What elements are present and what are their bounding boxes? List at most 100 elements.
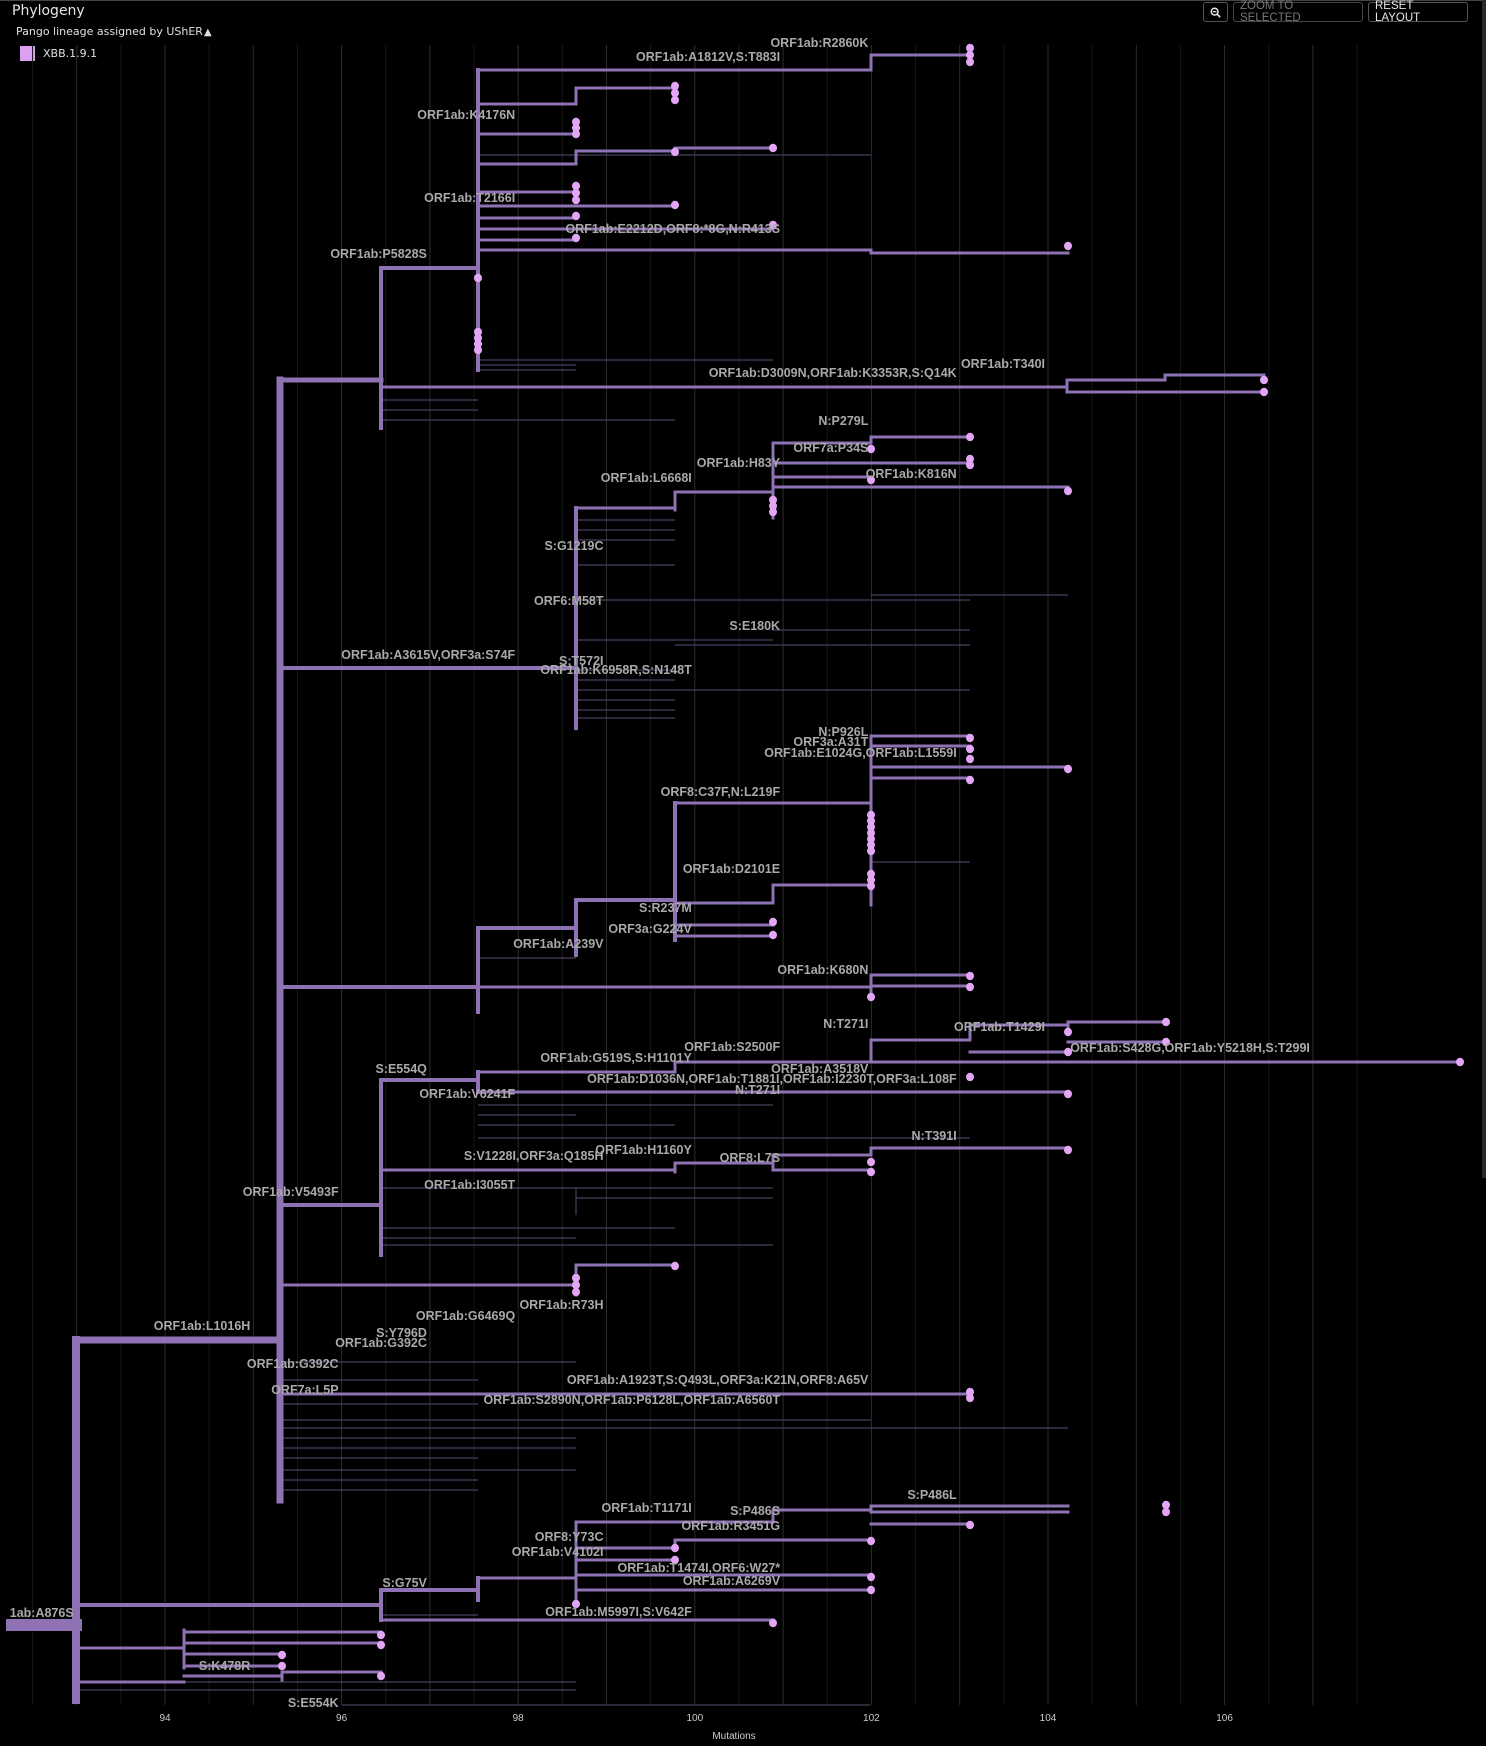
leaf-node bbox=[966, 971, 974, 981]
leaf-node bbox=[572, 1273, 580, 1283]
mutation-label: ORF1ab:A6269V bbox=[683, 1574, 781, 1588]
leaf-node bbox=[769, 501, 777, 511]
leaf-node bbox=[1162, 1500, 1170, 1510]
axis-tick: 98 bbox=[513, 1713, 525, 1724]
mutation-label: ORF1ab:T1171I bbox=[601, 1501, 691, 1515]
mutation-label: ORF1ab:R2860K bbox=[770, 36, 868, 50]
leaf-node bbox=[1064, 1089, 1072, 1099]
leaf-node bbox=[572, 195, 580, 205]
leaf-node bbox=[966, 57, 974, 67]
zoom-out-button[interactable] bbox=[1203, 2, 1228, 22]
leaf-node bbox=[867, 1157, 875, 1167]
mutation-label: N:T271I bbox=[823, 1017, 868, 1031]
mutation-label: ORF1ab:A1812V,S:T883I bbox=[636, 50, 780, 64]
mutation-label: ORF1ab:G519S,S:H1101Y bbox=[540, 1051, 692, 1065]
leaf-node bbox=[671, 95, 679, 105]
mutation-label: ORF1ab:E2212D,ORF8:*8G,N:R413S bbox=[565, 222, 780, 236]
leaf-node bbox=[966, 460, 974, 470]
x-axis-label: Mutations bbox=[712, 1731, 755, 1742]
mutation-label: ORF1ab:L6668I bbox=[601, 471, 692, 485]
legend-item-xbb-1-9-1[interactable]: XBB.1.9.1 bbox=[20, 46, 97, 61]
leaf-node bbox=[867, 1572, 875, 1582]
leaf-node bbox=[867, 840, 875, 850]
reset-layout-button[interactable]: RESET LAYOUT bbox=[1368, 0, 1468, 24]
mutation-label: ORF1ab:K4176N bbox=[417, 108, 515, 122]
mutation-label: S:K478R bbox=[199, 1659, 250, 1673]
zoom-out-icon bbox=[1210, 7, 1221, 18]
axis-tick: 94 bbox=[159, 1713, 171, 1724]
leaf-node bbox=[572, 1287, 580, 1297]
leaf-node bbox=[278, 1661, 286, 1671]
mutation-label: S:E554K bbox=[288, 1696, 339, 1710]
mutation-label: ORF7a:P34S bbox=[793, 441, 868, 455]
mutation-label: ORF1ab:A239V bbox=[513, 937, 604, 951]
leaf-node bbox=[671, 1261, 679, 1271]
mutation-label: ORF3a:A31T bbox=[793, 735, 868, 749]
legend-toggle[interactable]: Pango lineage assigned by UShER▲ bbox=[16, 25, 212, 38]
leaf-node bbox=[867, 869, 875, 879]
mutation-label: ORF1ab:V5493F bbox=[243, 1185, 339, 1199]
mutation-label: ORF1ab:D3009N,ORF1ab:K3353R,S:Q14K bbox=[709, 366, 957, 380]
mutation-label: N:P279L bbox=[818, 414, 868, 428]
leaf-node bbox=[572, 233, 580, 243]
leaf-node bbox=[966, 733, 974, 743]
mutation-label: S:T572I bbox=[559, 654, 603, 668]
mutation-label: S:V1228I,ORF3a:Q185H bbox=[464, 1149, 604, 1163]
leaf-node bbox=[867, 822, 875, 832]
mutation-label: ORF1ab:H1160Y bbox=[595, 1143, 692, 1157]
chevron-up-icon: ▲ bbox=[203, 27, 212, 38]
leaf-node bbox=[1162, 1507, 1170, 1517]
leaf-node bbox=[966, 1387, 974, 1397]
leaf-node bbox=[966, 454, 974, 464]
leaf-node bbox=[867, 444, 875, 454]
leaf-node bbox=[867, 834, 875, 844]
mutation-label: ORF8:Y73C bbox=[535, 1530, 604, 1544]
mutation-label: ORF1ab:P5828S bbox=[330, 247, 427, 261]
leaf-node bbox=[966, 775, 974, 785]
mutation-label: S:E554Q bbox=[375, 1062, 427, 1076]
leaf-nodes[interactable] bbox=[278, 43, 1464, 1681]
leaf-node bbox=[867, 816, 875, 826]
leaf-node bbox=[867, 1585, 875, 1595]
leaf-node bbox=[474, 345, 482, 355]
mutation-label: ORF1ab:V4102I bbox=[512, 1545, 604, 1559]
axis-tick: 96 bbox=[336, 1713, 348, 1724]
leaf-node bbox=[671, 147, 679, 157]
mutation-label: ORF7a:L5P bbox=[271, 1383, 338, 1397]
leaf-node bbox=[474, 327, 482, 337]
leaf-node bbox=[474, 273, 482, 283]
leaf-node bbox=[966, 1072, 974, 1082]
mutation-label: ORF1ab:A3518V bbox=[771, 1062, 869, 1076]
mutation-label: ORF1ab:S2500F bbox=[684, 1040, 780, 1054]
mutation-label: ORF1ab:K680N bbox=[777, 963, 868, 977]
leaf-node bbox=[966, 43, 974, 53]
leaf-node bbox=[867, 992, 875, 1002]
mutation-label: ORF1ab:R73H bbox=[519, 1298, 603, 1312]
zoom-to-selected-button[interactable]: ZOOM TO SELECTED bbox=[1233, 0, 1363, 24]
mutation-label: ORF1ab:G392C bbox=[247, 1357, 339, 1371]
mutation-label: S:R237M bbox=[639, 901, 692, 915]
leaf-node bbox=[769, 930, 777, 940]
mutation-label: S:E180K bbox=[729, 619, 780, 633]
leaf-node bbox=[867, 1167, 875, 1177]
leaf-node bbox=[671, 200, 679, 210]
legend-item-label: XBB.1.9.1 bbox=[43, 47, 98, 60]
leaf-node bbox=[769, 1618, 777, 1628]
mutation-label: ORF1ab:G392C bbox=[335, 1336, 427, 1350]
leaf-node bbox=[769, 220, 777, 230]
leaf-node bbox=[572, 123, 580, 133]
tree-branches[interactable] bbox=[6, 53, 1462, 1704]
leaf-node bbox=[867, 875, 875, 885]
vertical-scrollbar[interactable] bbox=[1482, 0, 1486, 1178]
mutation-label: ORF1ab:A1923T,S:Q493L,ORF3a:K21N,ORF8:A6… bbox=[567, 1373, 869, 1387]
dim-branches bbox=[76, 154, 1068, 1706]
mutation-label: ORF1ab:S428G,ORF1ab:Y5218H,S:T299I bbox=[1070, 1041, 1310, 1055]
mutation-label: ORF1ab:T2166I bbox=[424, 191, 515, 205]
legend-swatch bbox=[20, 46, 35, 61]
legend-title: Pango lineage assigned by UShER bbox=[16, 25, 203, 38]
leaf-node bbox=[1456, 1057, 1464, 1067]
mutation-label: ORF1ab:I3055T bbox=[424, 1178, 515, 1192]
leaf-node bbox=[572, 1280, 580, 1290]
